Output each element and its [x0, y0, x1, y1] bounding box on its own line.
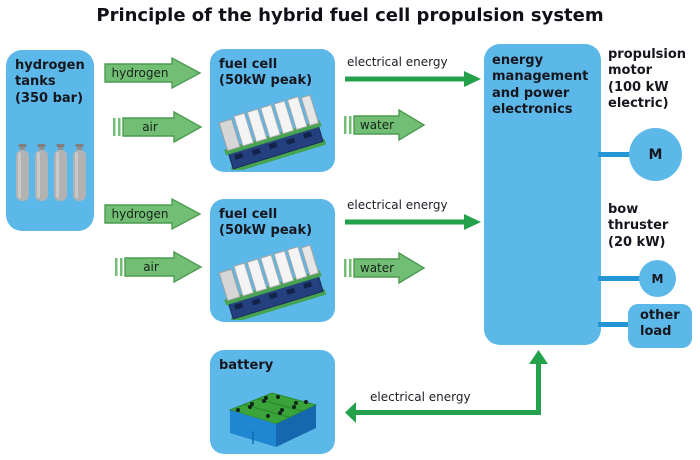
hydrogen-tanks-icon	[16, 144, 86, 201]
bow-thruster-symbol: M	[651, 271, 664, 286]
air-arrow-label: air	[142, 120, 158, 134]
fuel-cell-bottom-label: fuel cell (50kW peak)	[219, 207, 313, 239]
link-bow-thruster	[598, 276, 642, 281]
bow-thruster-circle: M	[639, 260, 676, 297]
air-arrow-bottom: air	[115, 250, 203, 284]
right-block-arrow-tail-icon	[115, 250, 203, 284]
water-arrow-label: water	[359, 118, 395, 132]
water-arrow-top: water	[344, 108, 426, 142]
right-line-arrow-icon	[345, 71, 481, 87]
fuel-cell-stack-icon	[218, 95, 326, 170]
battery-electrical-label: electrical energy	[370, 390, 471, 404]
fuel-cell-stack-icon	[218, 245, 326, 320]
right-block-arrow-icon	[104, 56, 202, 90]
hydrogen-tanks-label: hydrogen tanks (350 bar)	[15, 58, 85, 106]
propulsion-motor-symbol: M	[648, 146, 663, 163]
right-block-arrow-icon	[104, 197, 202, 231]
battery-box: battery	[210, 350, 335, 454]
energy-management-box: energy management and power electronics	[484, 44, 601, 345]
hydrogen-arrow-top: hydrogen	[104, 56, 202, 90]
electrical-energy-arrow-bottom	[345, 213, 482, 231]
bow-thruster-label: bow thruster (20 kW)	[608, 202, 669, 250]
hydrogen-tanks-box: hydrogen tanks (350 bar)	[6, 50, 94, 231]
water-arrow-bottom: water	[344, 251, 426, 285]
link-propulsion-motor	[598, 152, 632, 157]
elbow-double-arrow-icon	[345, 350, 548, 423]
energy-management-label: energy management and power electronics	[492, 53, 589, 117]
electrical-energy-bottom-label: electrical energy	[347, 198, 448, 212]
electrical-energy-arrow-top	[345, 70, 482, 88]
battery-electrical-arrow	[345, 345, 550, 423]
air-arrow-top: air	[113, 110, 203, 144]
hydrogen-arrow-label: hydrogen	[111, 66, 169, 80]
water-arrow-label: water	[359, 261, 395, 275]
hydrogen-arrow-bottom: hydrogen	[104, 197, 202, 231]
propulsion-motor-circle: M	[629, 128, 682, 181]
right-block-arrow-tail-icon	[113, 110, 203, 144]
battery-pack-icon	[228, 392, 318, 447]
other-load-box: other load	[628, 304, 692, 348]
hydrogen-arrow-label: hydrogen	[111, 207, 169, 221]
link-other-load	[598, 322, 632, 327]
propulsion-motor-label: propulsion motor (100 kW electric)	[608, 47, 687, 111]
right-block-arrow-tail-icon	[344, 108, 426, 142]
electrical-energy-top-label: electrical energy	[347, 55, 448, 69]
diagram-title: Principle of the hybrid fuel cell propul…	[96, 5, 604, 26]
right-line-arrow-icon	[345, 214, 481, 230]
fuel-cell-top-label: fuel cell (50kW peak)	[219, 57, 313, 89]
fuel-cell-bottom-box: fuel cell (50kW peak)	[210, 199, 335, 322]
other-load-label: other load	[640, 308, 680, 340]
fuel-cell-top-box: fuel cell (50kW peak)	[210, 49, 335, 172]
air-arrow-label: air	[143, 260, 159, 274]
battery-label: battery	[219, 358, 274, 373]
right-block-arrow-tail-icon	[344, 251, 426, 285]
